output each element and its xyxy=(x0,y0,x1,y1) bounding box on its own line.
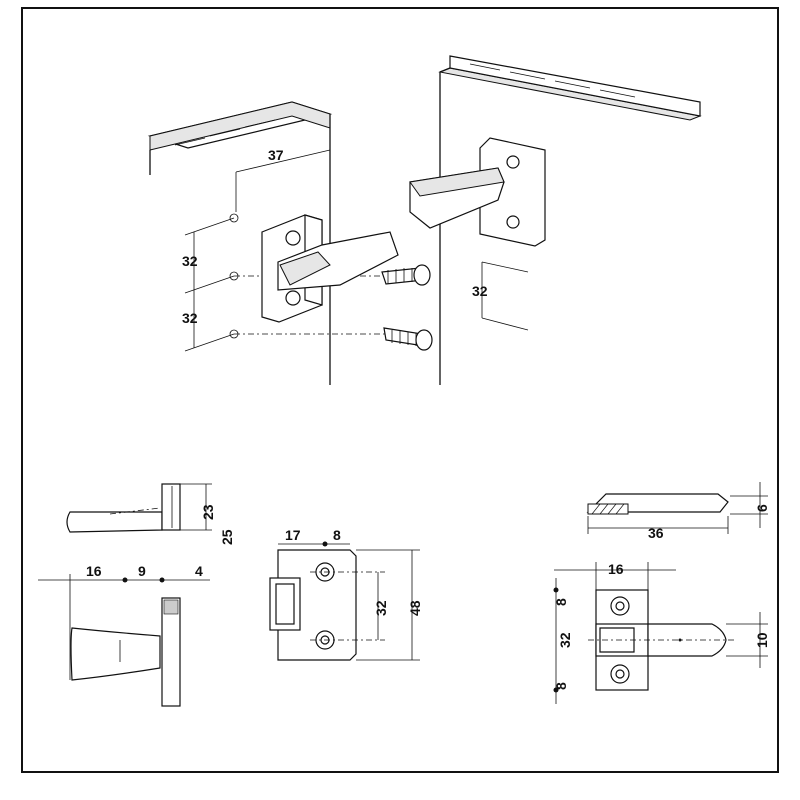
depth-dimension: 37 xyxy=(235,147,331,212)
dim-23: 23 xyxy=(200,504,216,520)
dim-17: 17 xyxy=(285,527,301,543)
dim-6: 6 xyxy=(754,504,770,512)
latch-body-iso xyxy=(261,214,399,323)
dim-32-catch-front: 32 xyxy=(557,632,573,648)
dim-16-side: 16 xyxy=(86,563,102,579)
dim-10: 10 xyxy=(754,632,770,648)
left-cabinet-panel xyxy=(147,101,333,385)
side-view-bottom: 16 9 4 xyxy=(38,563,210,707)
catch-iso xyxy=(409,137,546,247)
catch-pitch-dimension: 32 xyxy=(472,261,529,331)
catch-front-view: 16 8 32 8 10 xyxy=(553,561,770,704)
screw-lower xyxy=(383,327,433,351)
dim-36: 36 xyxy=(648,525,664,541)
screw-upper xyxy=(381,264,431,286)
dim-32-lower: 32 xyxy=(182,310,198,326)
drawing-frame xyxy=(21,7,779,773)
dim-16-catch: 16 xyxy=(608,561,624,577)
dim-9: 9 xyxy=(138,563,146,579)
dim-32-front: 32 xyxy=(373,600,389,616)
dim-8-catch-top: 8 xyxy=(553,598,569,606)
right-cabinet-panel xyxy=(438,55,702,385)
isometric-view: 37 32 32 xyxy=(147,55,702,385)
dim-8-catch-bottom: 8 xyxy=(553,682,569,690)
dim-48: 48 xyxy=(407,600,423,616)
front-view: 17 8 32 48 xyxy=(269,527,423,661)
dim-25: 25 xyxy=(219,529,235,545)
dim-32-upper: 32 xyxy=(182,253,198,269)
dim-4: 4 xyxy=(195,563,203,579)
dim-37: 37 xyxy=(268,147,284,163)
catch-side-view: 6 36 xyxy=(586,482,770,541)
dim-32-catch: 32 xyxy=(472,283,488,299)
side-view-top: 23 25 xyxy=(66,483,235,545)
dim-8-front: 8 xyxy=(333,527,341,543)
